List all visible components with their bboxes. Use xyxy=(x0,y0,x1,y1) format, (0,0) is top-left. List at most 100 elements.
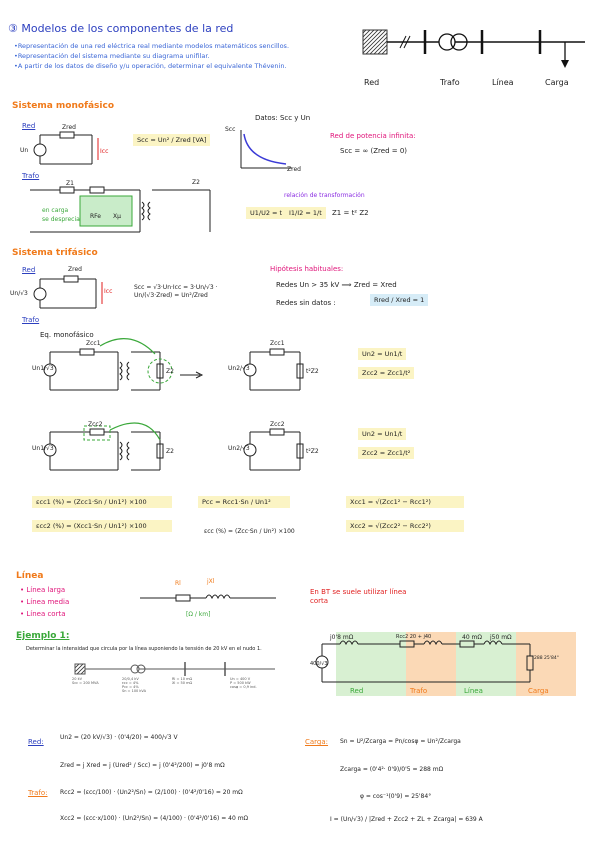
mini-linea: Rl = 10 mΩ Xl = 50 mΩ xyxy=(172,677,193,685)
tri-note-un2-a: Un2 = Un1/t xyxy=(358,348,407,361)
label-red: Red xyxy=(364,78,380,87)
hipotesis-title: Hipótesis habituales: xyxy=(270,265,344,273)
mono-red-circuit xyxy=(33,131,99,165)
calc-carga-3: φ = cos⁻¹(0'9) = 25'84° xyxy=(360,793,432,800)
mono-icc: Icc xyxy=(100,148,109,155)
tri-note-zcc2-b: Zcc2 = Zcc1/t² xyxy=(358,447,415,460)
tri-zcc1-b: Zcc1 xyxy=(270,340,285,347)
ej-z-linea-x: j50 mΩ xyxy=(490,634,512,641)
tri-zcc2-c: Zcc2 xyxy=(88,421,103,428)
tri-z2-c: Z2 xyxy=(166,448,174,455)
calc-trafo-1: Rcc2 = (εcc/100) · (Un2²/Sn) = (2/100) ·… xyxy=(60,789,243,796)
formula-z1: Z1 = t² Z2 xyxy=(332,209,369,217)
tri-note-un2-b: Un2 = Un1/t xyxy=(358,428,407,441)
ej-src: 400/√3 xyxy=(310,661,328,667)
calc-red-2: Zred = j Xred = j (Ured² / Scc) = j (0'4… xyxy=(60,762,225,769)
datos-text: Datos: Scc y Un xyxy=(255,114,311,122)
ej-z-trafo: Rcc2 20 + j40 xyxy=(396,634,432,640)
tri-zred: Zred xyxy=(68,266,82,273)
formula-ecc: εcc (%) = (Zcc·Sn / Un²) ×100 xyxy=(204,528,295,535)
ej-z-carga: 288 25'84° xyxy=(534,656,559,661)
tri-t2z2-b: t²Z2 xyxy=(306,368,319,375)
linea-rl: Rl xyxy=(175,580,181,587)
section-trifasico: Sistema trifásico xyxy=(12,248,98,258)
ejemplo-mini-diagram xyxy=(74,662,275,676)
formula-i1i2: I1/I2 = 1/t xyxy=(285,207,326,220)
tri-un1-a: Un1/√3 xyxy=(32,365,54,372)
linea-jxl: jXl xyxy=(207,578,215,585)
scc-zred-graph xyxy=(240,130,292,169)
tri-un: Un/√3 xyxy=(10,290,28,297)
bullet-2: •Representación del sistema mediante su … xyxy=(14,52,210,60)
eq-monofasico: Eq. monofásico xyxy=(40,331,94,339)
tri-z2-a: Z2 xyxy=(166,368,174,375)
potencia-title: Red de potencia infinita: xyxy=(330,132,416,140)
xu-label: Xμ xyxy=(113,213,121,220)
mono-red-label: Red xyxy=(22,122,36,130)
tri-un2-d: Un2/√3 xyxy=(228,445,250,452)
formula-xcc2: Xcc2 = √(Zcc2² − Rcc2²) xyxy=(346,520,464,533)
graph-y-label: Scc xyxy=(225,126,236,133)
label-carga: Carga xyxy=(545,78,569,87)
mini-trafo: 20/0,4 kV εcc = 4% Pcc = 4% Sn = 100 kVA xyxy=(122,677,146,693)
tri-zcc2-d: Zcc2 xyxy=(270,421,285,428)
relacion-text: relación de transformación xyxy=(284,192,365,199)
tri-red-circuit xyxy=(33,275,103,309)
ej-label-linea: Línea xyxy=(464,687,483,695)
mini-carga: Un = 400 V P = 500 kW cosφ = 0,9 ind. xyxy=(230,677,257,689)
tri-un2-b: Un2/√3 xyxy=(228,365,250,372)
grid-source-icon xyxy=(362,29,388,55)
linea-larga: • Línea larga xyxy=(20,586,66,594)
linea-unit: [Ω / km] xyxy=(186,611,211,618)
formula-pcc: Pcc = Rcc1·Sn / Un1² xyxy=(198,496,290,509)
hipotesis-2: Redes sin datos : xyxy=(276,299,336,307)
mono-z2: Z2 xyxy=(192,179,200,186)
ej-label-trafo: Trafo xyxy=(410,687,428,695)
calc-red-label: Red: xyxy=(28,738,44,746)
calc-trafo-2: Xcc2 = (εcc·x/100) · (Un2²/Sn) = (4/100)… xyxy=(60,815,249,822)
ej-z-red: j0'8 mΩ xyxy=(330,634,354,641)
formula-scc: Scc = Un² / Zred [VA] xyxy=(133,134,211,147)
tri-formula: Scc = √3·Un·Icc = 3·Un/√3 · Un/(√3·Zred)… xyxy=(134,284,218,299)
label-trafo: Trafo xyxy=(440,78,460,87)
calc-red-1: Un2 = (20 kV/√3) · (0'4/20) = 400/√3 V xyxy=(60,734,178,741)
label-linea: Línea xyxy=(492,78,514,87)
calc-carga-label: Carga: xyxy=(305,738,329,746)
graph-x-label: Zred xyxy=(287,166,301,173)
tri-trafo-circuits xyxy=(43,338,304,471)
formula-xcc1: Xcc1 = √(Zcc1² − Rcc1²) xyxy=(346,496,464,509)
rfe-label: RFe xyxy=(90,213,101,220)
ejemplo-equivalent-circuit xyxy=(315,632,576,696)
mono-z1: Z1 xyxy=(66,180,74,187)
calc-carga-2: Zcarga = (0'4²· 0'9)/0'5 = 288 mΩ xyxy=(340,766,444,773)
linea-corta: • Línea corta xyxy=(20,610,66,618)
section-linea: Línea xyxy=(16,571,44,581)
formula-ecc1: εcc1 (%) = (Zcc1·Sn / Un1²) ×100 xyxy=(32,496,172,509)
tri-un1-c: Un1/√3 xyxy=(32,445,54,452)
tri-note-zcc2-a: Zcc2 = Zcc1/t² xyxy=(358,367,415,380)
bullet-1: •Representación de una red eléctrica rea… xyxy=(14,42,290,50)
mono-trafo-label: Trafo xyxy=(22,172,40,180)
page-title: ③ Modelos de los componentes de la red xyxy=(8,22,234,35)
calc-trafo-label: Trafo: xyxy=(28,789,48,797)
intro-bullets: •Representación de una red eléctrica rea… xyxy=(14,40,344,72)
mono-zred: Zred xyxy=(62,124,76,131)
ej-label-carga: Carga xyxy=(528,687,549,695)
formula-u1u2: U1/U2 = t xyxy=(246,207,287,220)
mono-trafo-circuit xyxy=(30,186,211,233)
ej-label-red: Red xyxy=(350,687,364,695)
tri-red-label: Red xyxy=(22,266,36,274)
transformer-icon xyxy=(438,33,456,51)
en-carga: en carga xyxy=(42,207,69,214)
section-monofasico: Sistema monofásico xyxy=(12,101,115,111)
ejemplo-title: Ejemplo 1: xyxy=(16,631,70,641)
ej-z-linea: 40 mΩ xyxy=(462,634,482,641)
potencia-eq: Scc = ∞ (Zred = 0) xyxy=(340,147,408,155)
calc-carga-4: I = (Un/√3) / |Zred + Zcc2 + ZL + Zcarga… xyxy=(330,816,483,823)
mini-red: 20 kV Scc = 200 MVA xyxy=(72,677,99,685)
tri-t2z2-d: t²Z2 xyxy=(306,448,319,455)
bt-note: En BT se suele utilizar línea corta xyxy=(310,588,407,606)
tri-icc: Icc xyxy=(104,288,113,295)
formula-ecc2: εcc2 (%) = (Xcc1·Sn / Un1²) ×100 xyxy=(32,520,172,533)
hipotesis-1: Redes Un > 35 kV ⟹ Zred = Xred xyxy=(276,281,397,289)
